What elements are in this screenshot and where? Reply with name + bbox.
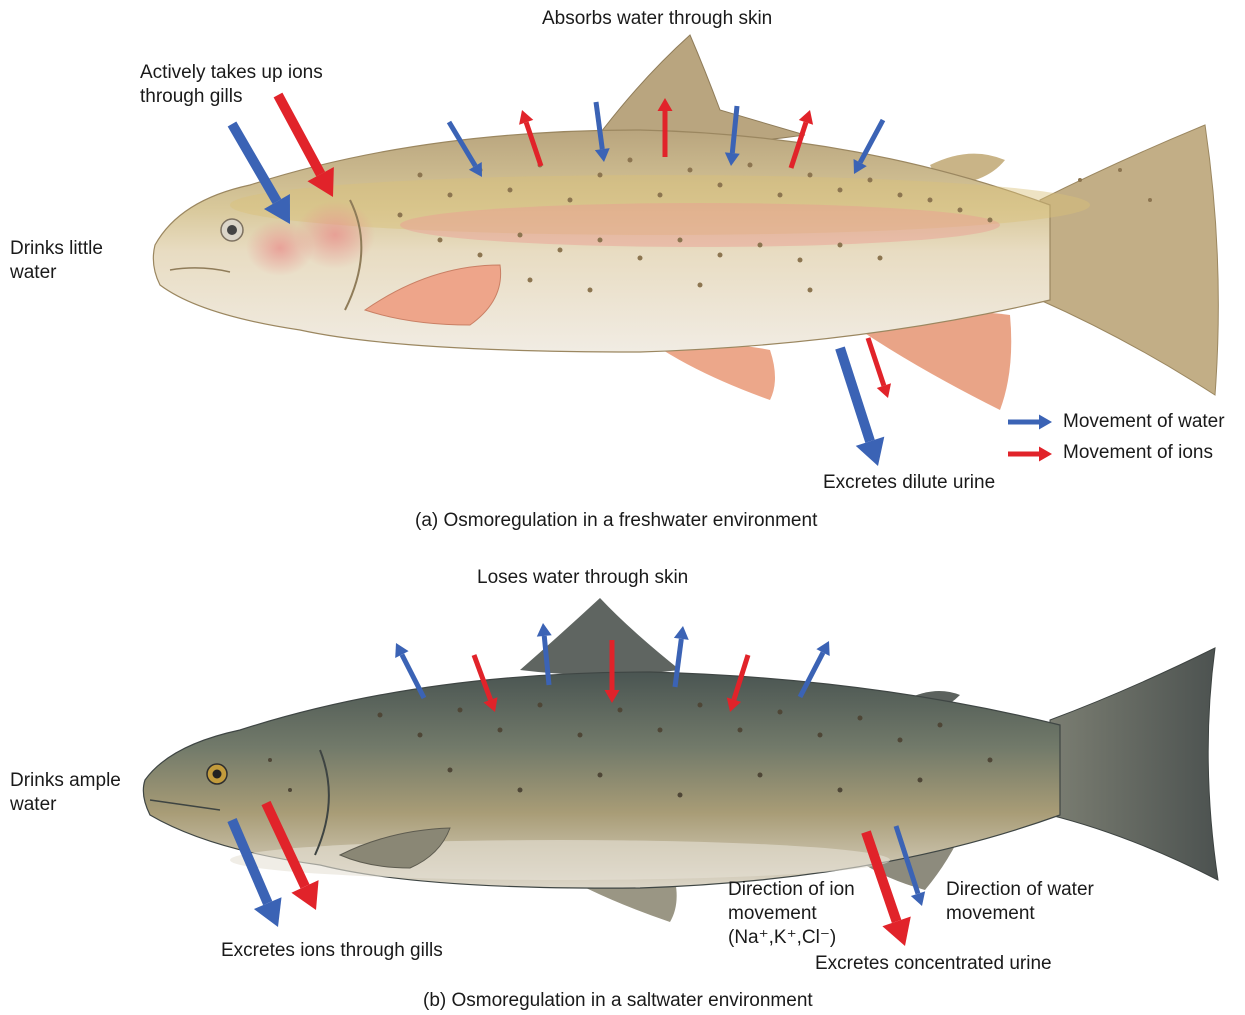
- drinks-little-water-label: Drinks little water: [10, 237, 103, 285]
- caption-b: (b) Osmoregulation in a saltwater enviro…: [423, 989, 813, 1013]
- caption-a: (a) Osmoregulation in a freshwater envir…: [415, 509, 817, 533]
- urine-water-arrow-a-shaft: [840, 348, 870, 441]
- legend-water-label: Movement of water: [1063, 410, 1225, 434]
- ion-direction-line-2: movement: [728, 903, 817, 924]
- water-direction-label: Direction of water movement: [946, 878, 1094, 926]
- legend-ion-arrow: [1008, 447, 1052, 462]
- skin-water-arrow-b-2-head: [537, 623, 552, 637]
- skin-water-arrow-b-3-head: [674, 626, 689, 640]
- excretes-ions-label: Excretes ions through gills: [221, 939, 443, 963]
- excretes-concentrated-urine-label: Excretes concentrated urine: [815, 952, 1052, 976]
- legend-water-arrow: [1008, 415, 1052, 430]
- ion-formula: (Na⁺,K⁺,Cl⁻): [728, 927, 836, 948]
- legend-ions-label: Movement of ions: [1063, 441, 1213, 465]
- drinks-ample-water-label: Drinks ample water: [10, 769, 121, 817]
- legend-water-arrow-head: [1039, 415, 1052, 430]
- ion-direction-label: Direction of ion movement (Na⁺,K⁺,Cl⁻): [728, 878, 855, 950]
- loses-water-label: Loses water through skin: [477, 566, 688, 590]
- urine-ion-arrow-a-shaft: [868, 338, 884, 386]
- absorbs-water-label: Absorbs water through skin: [542, 7, 772, 31]
- excretes-dilute-urine-label: Excretes dilute urine: [823, 471, 995, 495]
- legend-ion-arrow-head: [1039, 447, 1052, 462]
- takes-up-ions-label: Actively takes up ions through gills: [140, 61, 323, 109]
- ion-direction-line-1: Direction of ion: [728, 879, 855, 900]
